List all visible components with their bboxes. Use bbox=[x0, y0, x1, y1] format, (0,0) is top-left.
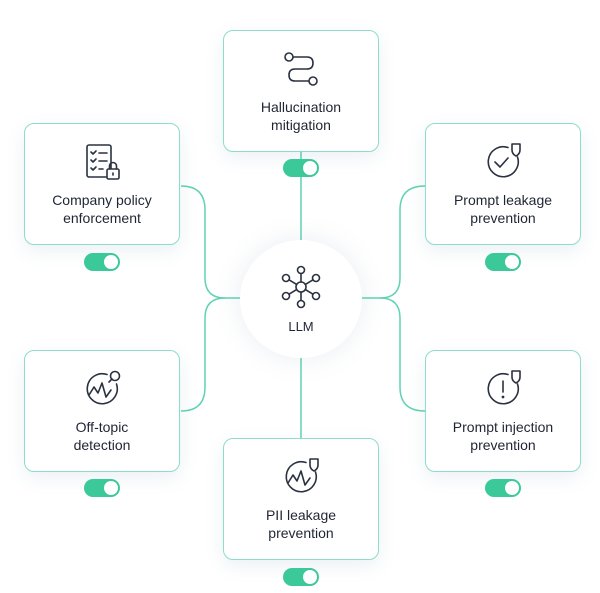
chart-magnifier-icon bbox=[86, 370, 121, 405]
llm-hub: LLM bbox=[240, 240, 362, 358]
toggle-prompt-injection-prevention[interactable] bbox=[485, 479, 521, 497]
card-hallucination-mitigation[interactable]: Hallucination mitigation bbox=[223, 30, 379, 152]
toggle-company-policy-enforcement[interactable] bbox=[84, 253, 120, 271]
toggle-knob bbox=[505, 481, 519, 495]
toggle-knob bbox=[303, 161, 317, 175]
toggle-off-topic-detection[interactable] bbox=[84, 479, 120, 497]
route-icon bbox=[284, 52, 318, 86]
card-label: PII leakage prevention bbox=[265, 507, 337, 541]
card-company-policy-enforcement[interactable]: Company policy enforcement bbox=[24, 123, 180, 245]
connector-company-policy bbox=[180, 185, 240, 299]
card-pii-leakage-prevention[interactable]: PII leakage prevention bbox=[223, 438, 379, 560]
connector-prompt-leakage bbox=[362, 185, 426, 299]
check-shield-icon bbox=[487, 143, 521, 178]
toggle-prompt-leakage-prevention[interactable] bbox=[485, 253, 521, 271]
hub-label: LLM bbox=[288, 318, 314, 334]
toggle-knob bbox=[104, 255, 118, 269]
toggle-hallucination-mitigation[interactable] bbox=[283, 159, 319, 177]
toggle-knob bbox=[104, 481, 118, 495]
connector-off-topic bbox=[180, 297, 226, 412]
alert-shield-icon bbox=[487, 370, 521, 405]
toggle-knob bbox=[303, 570, 317, 584]
card-label: Company policy enforcement bbox=[52, 192, 152, 226]
network-icon bbox=[281, 265, 321, 308]
card-label: Prompt injection prevention bbox=[452, 419, 554, 453]
connector-prompt-injection bbox=[379, 297, 426, 412]
card-prompt-injection-prevention[interactable]: Prompt injection prevention bbox=[425, 350, 581, 472]
card-label: Hallucination mitigation bbox=[260, 99, 342, 133]
card-off-topic-detection[interactable]: Off-topic detection bbox=[24, 350, 180, 472]
chart-shield-icon bbox=[285, 458, 319, 493]
checklist-lock-icon bbox=[86, 144, 120, 180]
toggle-pii-leakage-prevention[interactable] bbox=[283, 568, 319, 586]
toggle-knob bbox=[505, 255, 519, 269]
card-prompt-leakage-prevention[interactable]: Prompt leakage prevention bbox=[425, 123, 581, 245]
card-label: Prompt leakage prevention bbox=[453, 192, 553, 226]
card-label: Off-topic detection bbox=[73, 419, 131, 453]
